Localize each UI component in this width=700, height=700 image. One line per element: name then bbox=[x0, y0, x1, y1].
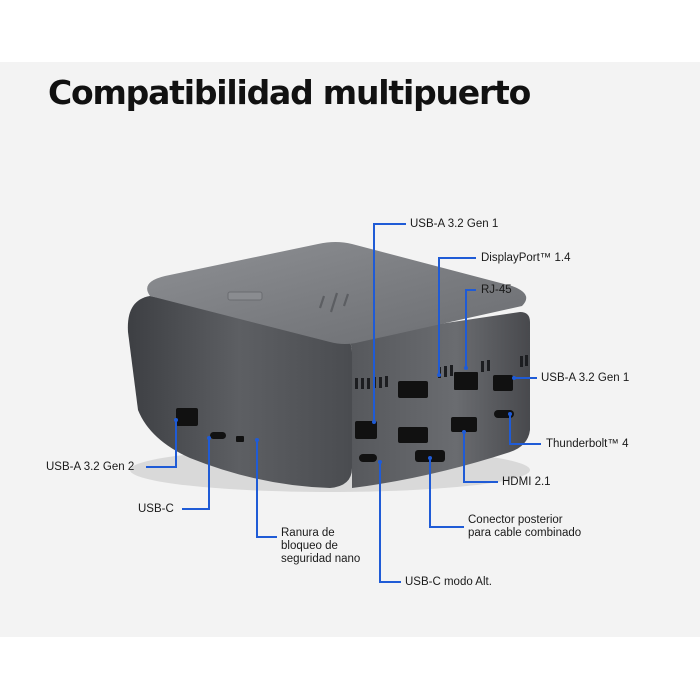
usb-a-right-port bbox=[493, 375, 513, 391]
lock-slot bbox=[236, 436, 244, 442]
label-usb-a-top: USB-A 3.2 Gen 1 bbox=[410, 218, 499, 230]
device-right-face bbox=[345, 312, 530, 488]
label-lock-slot: Ranura de bloqueo de seguridad nano bbox=[281, 527, 360, 566]
label-usb-c-alt: USB-C modo Alt. bbox=[405, 576, 492, 588]
label-usb-c: USB-C bbox=[138, 503, 174, 515]
label-usb-a-gen2: USB-A 3.2 Gen 2 bbox=[46, 461, 135, 473]
label-displayport: DisplayPort™ 1.4 bbox=[481, 252, 571, 264]
label-lock-line1: Ranura de bbox=[281, 527, 335, 539]
callout-dots bbox=[174, 366, 516, 464]
usb-a-top-port bbox=[355, 421, 377, 439]
usb-c-alt-port bbox=[359, 454, 377, 462]
callout-lines bbox=[146, 223, 541, 583]
displayport-port bbox=[398, 381, 428, 398]
label-rear-connector-line1: Conector posterior bbox=[468, 514, 563, 526]
label-rear-connector-line2: para cable combinado bbox=[468, 527, 582, 539]
label-thunderbolt: Thunderbolt™ 4 bbox=[546, 438, 629, 450]
usb-c-left-port bbox=[210, 432, 226, 439]
left-ports bbox=[176, 408, 244, 442]
label-rj45: RJ-45 bbox=[481, 284, 512, 296]
hp-logo bbox=[318, 292, 350, 313]
label-lock-line2: bloqueo de bbox=[281, 540, 338, 552]
label-rear-connector: Conector posterior para cable combinado bbox=[468, 514, 581, 540]
device-left-face bbox=[127, 296, 352, 488]
label-usb-a-right: USB-A 3.2 Gen 1 bbox=[541, 372, 630, 384]
hdmi-port bbox=[451, 417, 477, 432]
top-indicator bbox=[227, 291, 263, 301]
label-lock-line3: seguridad nano bbox=[281, 553, 361, 565]
page-title: Compatibilidad multipuerto bbox=[48, 73, 531, 112]
displayport-port-2 bbox=[398, 427, 428, 443]
rj45-port bbox=[454, 372, 478, 390]
label-hdmi: HDMI 2.1 bbox=[502, 476, 551, 488]
usb-a-gen2-port bbox=[176, 408, 198, 426]
